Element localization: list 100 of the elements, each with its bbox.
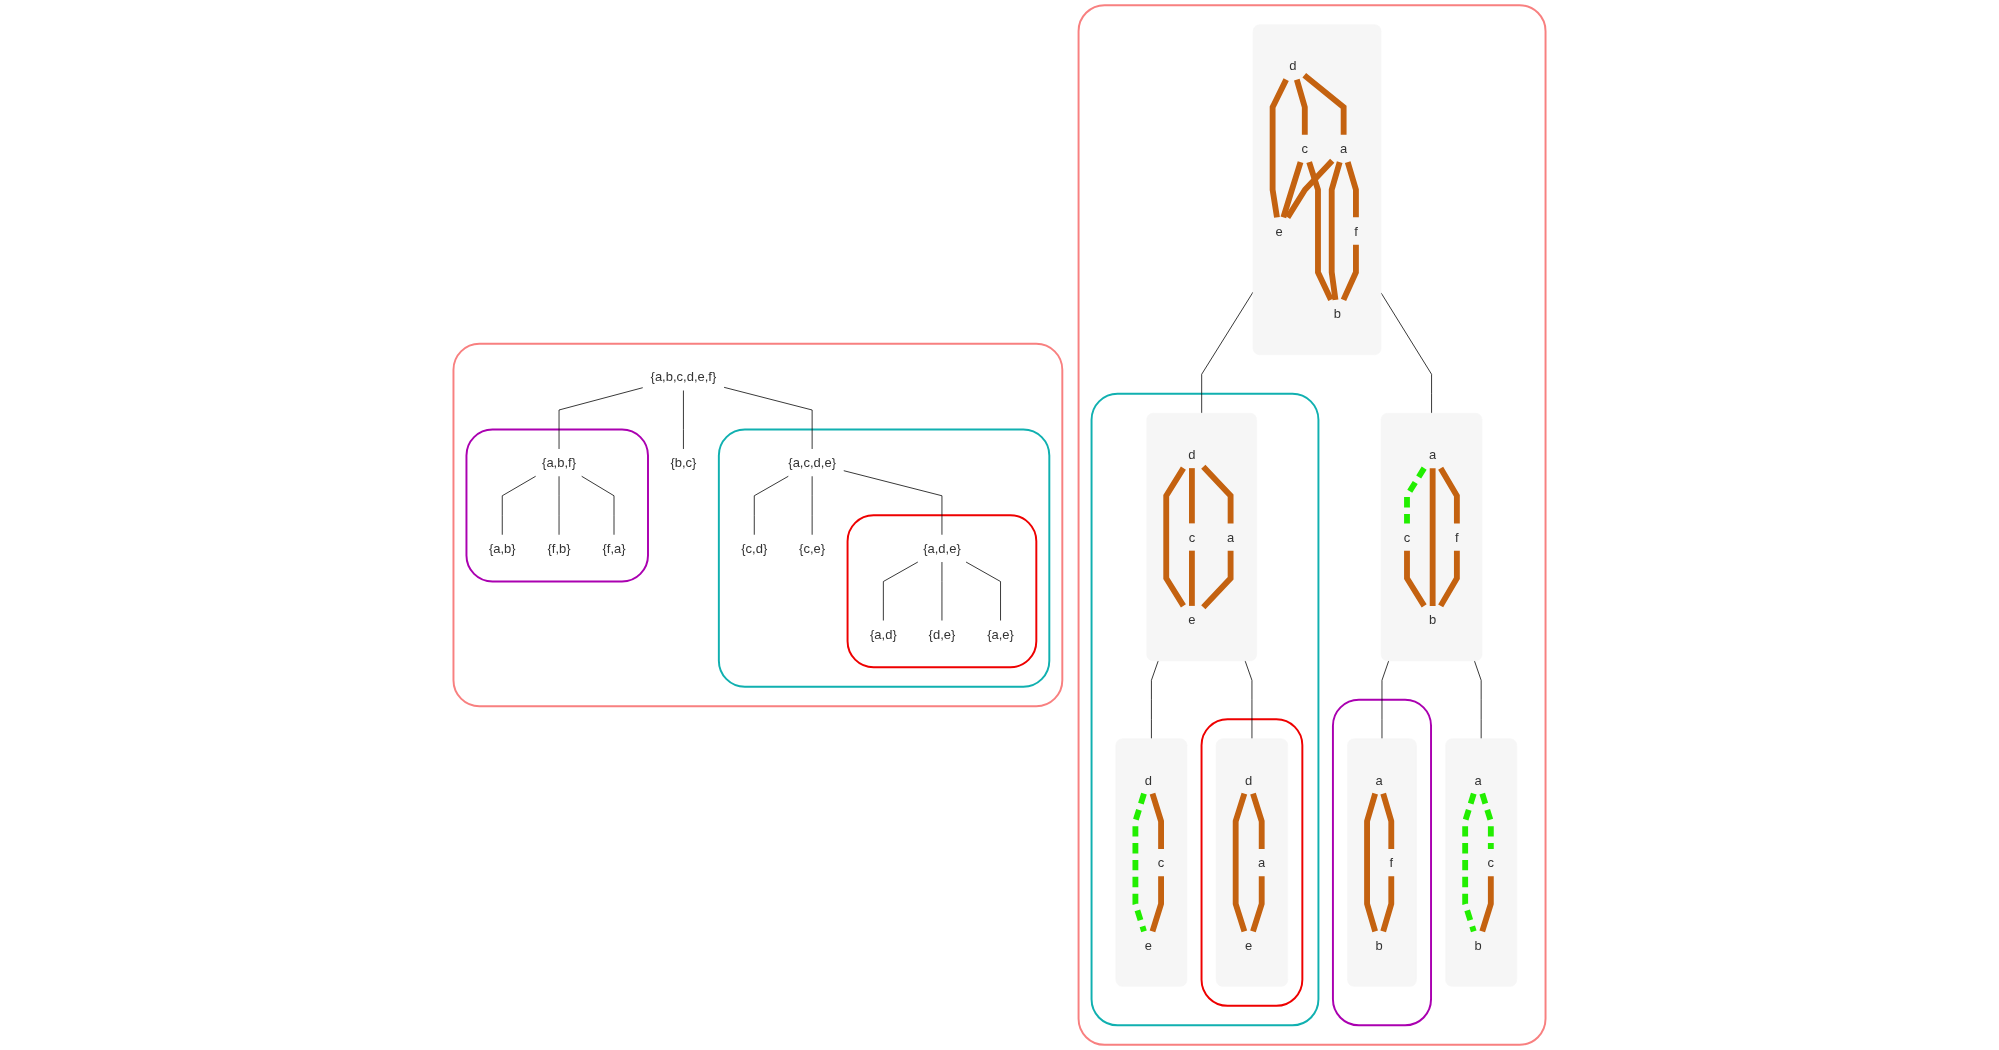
node-text: a xyxy=(1226,529,1235,545)
node-text: {f,a} xyxy=(602,541,626,556)
cluster xyxy=(1252,24,1382,356)
cluster xyxy=(1115,738,1188,987)
connector xyxy=(1250,876,1265,933)
node-text: {f,b} xyxy=(547,541,571,556)
cluster xyxy=(1215,738,1289,987)
cluster xyxy=(1347,738,1417,987)
connector xyxy=(1250,792,1265,849)
connector xyxy=(1269,78,1289,218)
connector xyxy=(1479,792,1494,849)
node-text: {a,d} xyxy=(869,627,897,642)
connector xyxy=(683,390,684,450)
node-text: b xyxy=(1375,937,1383,953)
connector xyxy=(723,386,813,450)
connector xyxy=(1280,161,1304,219)
connector xyxy=(581,475,615,536)
connector xyxy=(1132,792,1147,933)
node-text: b xyxy=(1474,937,1482,953)
connector xyxy=(1294,78,1308,135)
node-text: c xyxy=(1157,855,1165,870)
node-text: {a,d,e} xyxy=(923,541,961,556)
connector xyxy=(1163,466,1186,608)
node-text: a xyxy=(1474,772,1482,788)
node-text: c xyxy=(1301,141,1309,156)
connector xyxy=(1479,876,1494,933)
cluster xyxy=(465,428,649,583)
node-text: c xyxy=(1487,855,1495,870)
cluster xyxy=(452,342,1064,708)
cluster xyxy=(1200,718,1304,1007)
connector xyxy=(1344,161,1359,218)
node-text: {a,b} xyxy=(488,541,516,556)
connector xyxy=(1429,468,1436,606)
cluster xyxy=(1445,738,1517,987)
connector xyxy=(1438,550,1460,608)
node-text: d xyxy=(1144,772,1152,788)
connector xyxy=(882,561,919,621)
node-text: f xyxy=(1354,223,1358,239)
connector xyxy=(1201,550,1234,610)
connector xyxy=(1381,660,1390,740)
connector xyxy=(1462,792,1477,933)
node-text: d xyxy=(1289,58,1297,74)
node-text: {c,e} xyxy=(799,541,826,556)
connector xyxy=(1380,292,1432,414)
connector xyxy=(1232,792,1248,933)
node-text: a xyxy=(1375,772,1383,788)
connector xyxy=(558,387,644,450)
node-text: a xyxy=(1429,447,1437,462)
connector xyxy=(1438,466,1460,524)
node-text: {a,e} xyxy=(987,627,1014,642)
node-text: d xyxy=(1245,772,1253,788)
node-text: {a,c,d,e} xyxy=(788,455,836,470)
connector xyxy=(1244,660,1253,740)
node-text: {b,c} xyxy=(670,455,697,470)
connector xyxy=(1151,660,1159,740)
connector xyxy=(1302,72,1347,135)
node-text: c xyxy=(1403,529,1411,545)
node-text: a xyxy=(1340,141,1348,156)
node-text: {c,d} xyxy=(741,541,768,556)
connector xyxy=(753,475,789,536)
connector xyxy=(1404,466,1427,524)
connector xyxy=(1201,291,1254,414)
connector xyxy=(1188,550,1195,606)
node-text: {d,e} xyxy=(928,627,956,642)
connector xyxy=(1306,161,1334,302)
connector xyxy=(1380,876,1395,933)
connector xyxy=(965,561,1001,621)
connector xyxy=(1364,792,1378,933)
node-text: c xyxy=(1188,529,1196,545)
node-text: d xyxy=(1188,447,1196,462)
node-text: {a,b,f} xyxy=(542,455,577,470)
connector xyxy=(1149,792,1164,849)
cluster xyxy=(1077,4,1547,1046)
node-text: f xyxy=(1389,855,1394,870)
connector xyxy=(1149,876,1164,933)
node-text: e xyxy=(1275,223,1283,239)
node-text: b xyxy=(1333,306,1341,321)
node-text: e xyxy=(1245,937,1253,953)
node-text: e xyxy=(1144,937,1152,953)
cluster xyxy=(846,514,1038,669)
connector xyxy=(843,470,943,536)
connector xyxy=(1285,158,1335,219)
cluster xyxy=(1380,412,1483,662)
connector xyxy=(1340,244,1359,302)
node-text: b xyxy=(1429,612,1437,627)
connector xyxy=(1188,468,1195,524)
connector xyxy=(1201,464,1234,524)
cluster xyxy=(717,428,1051,688)
connector xyxy=(1404,550,1427,608)
node-text: e xyxy=(1188,612,1196,627)
connector xyxy=(1380,792,1395,849)
connector xyxy=(1474,660,1482,740)
connector xyxy=(501,475,537,536)
node-text: a xyxy=(1258,855,1266,870)
cluster xyxy=(1331,698,1432,1027)
cluster xyxy=(1090,392,1320,1027)
node-text: {a,b,c,d,e,f} xyxy=(650,369,717,384)
connector xyxy=(1328,161,1343,301)
cluster xyxy=(1146,412,1257,662)
node-text: f xyxy=(1455,529,1459,545)
